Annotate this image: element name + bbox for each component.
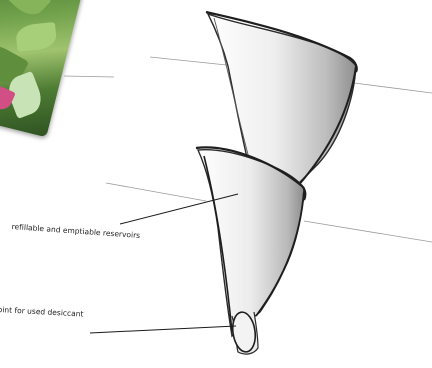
guide-line-top-right-b — [354, 83, 432, 93]
leader-line-desiccant — [90, 326, 236, 333]
lower-reservoir — [196, 147, 305, 336]
guide-line-mid-left — [106, 183, 206, 201]
guide-line-top-right-a — [150, 57, 236, 66]
guide-line-mid-right — [304, 221, 432, 242]
desiccant-outlet — [230, 311, 258, 354]
lower-reservoir-body — [198, 150, 304, 336]
guide-line-top-left — [64, 76, 114, 77]
